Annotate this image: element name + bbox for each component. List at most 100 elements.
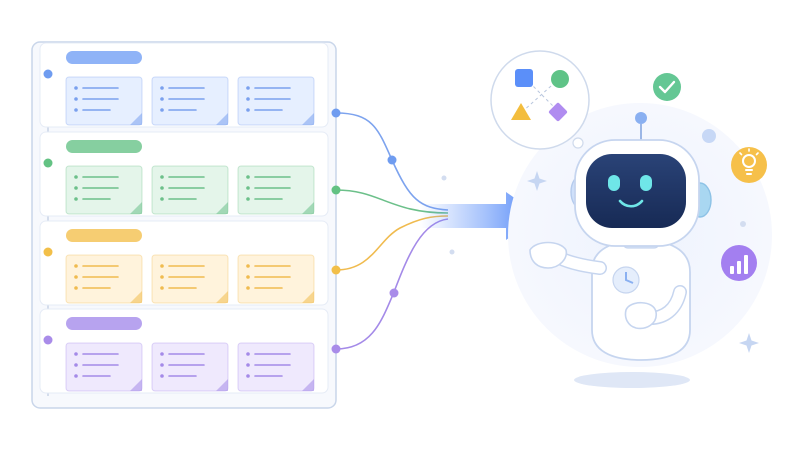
connector-node [331,108,341,118]
task-card-body [237,165,315,215]
folded-corner [216,202,228,214]
robot-eye-right [640,175,652,191]
bullet-dot [160,264,164,268]
task-card [151,342,229,392]
robot-chest-glyph [625,272,634,284]
task-card-body [237,254,315,304]
folded-corner [130,379,142,391]
decor-bubble [702,129,716,143]
board-group-purple [39,308,329,394]
connector-node [331,185,341,195]
bullet-dot [160,186,164,190]
task-card-body [65,165,143,215]
bullet-dot [246,108,250,112]
bullet-dot [160,97,164,101]
task-card-body [151,165,229,215]
bullet-dot [74,186,78,190]
task-card [151,254,229,304]
triangle-shape [511,103,531,120]
bullet-dot [246,275,250,279]
task-card [237,165,315,215]
bullet-dot [74,286,78,290]
board-group-blue [39,42,329,128]
bullet-dot [74,363,78,367]
group-header-pill [66,229,142,242]
decor-dot [441,175,447,181]
bullet-dot [160,352,164,356]
robot-icon [529,112,712,388]
task-card [237,76,315,126]
board-group-yellow [39,220,329,306]
timeline-dot [43,247,53,257]
folded-corner [302,202,314,214]
bullet-dot [246,374,250,378]
folded-corner [216,113,228,125]
task-card [151,165,229,215]
robot-antenna-tip [635,112,647,124]
bullet-dot [160,86,164,90]
board-panel [31,41,337,409]
bullet-dot [246,363,250,367]
decor-dot [449,249,455,255]
connector-purple [335,218,449,350]
group-header-pill [66,317,142,330]
bullet-dot [74,264,78,268]
folded-corner [130,202,142,214]
task-card [151,76,229,126]
lightbulb-icon [731,147,767,183]
bullet-dot [246,186,250,190]
connector-node [389,288,399,298]
bullet-dot [246,264,250,268]
bullet-dot [160,175,164,179]
folded-corner [130,291,142,303]
task-card [65,76,143,126]
board-group-green [39,131,329,217]
bullet-dot [246,86,250,90]
timeline-dot [43,158,53,168]
robot-hand-left [529,241,568,269]
square-shape [515,69,533,87]
bullet-dot [246,197,250,201]
group-header-pill [66,140,142,153]
sparkle-icon [739,333,759,353]
bullet-dot [160,197,164,201]
bullet-dot [74,197,78,201]
folded-corner [302,379,314,391]
circle-shape [551,70,569,88]
check-badge-icon [653,73,681,101]
task-card-body [237,342,315,392]
connector-node [331,265,341,275]
task-card-body [65,254,143,304]
bullet-dot [74,97,78,101]
task-card [237,254,315,304]
folded-corner [216,291,228,303]
shapes-bubble-icon [490,50,590,150]
bullet-dot [74,175,78,179]
decor-dot [740,221,746,227]
robot-face-screen [586,154,686,228]
sparkle-icon [527,171,547,191]
folded-corner [302,291,314,303]
bar-chart-icon [721,245,757,281]
task-card-body [151,342,229,392]
bullet-dot [74,108,78,112]
robot-hand-right [624,301,657,330]
bullet-dot [74,86,78,90]
diamond-shape [548,102,568,122]
folded-corner [130,113,142,125]
bullet-dot [74,352,78,356]
bullet-dot [160,286,164,290]
robot-mouth [618,199,644,208]
bullet-dot [246,286,250,290]
task-card [65,342,143,392]
task-card-body [65,342,143,392]
connector-lines [331,108,449,354]
task-card [237,342,315,392]
bullet-dot [160,374,164,378]
bullet-dot [160,275,164,279]
task-card [65,165,143,215]
bullet-dot [246,352,250,356]
task-card-body [151,254,229,304]
bullet-dot [160,363,164,367]
